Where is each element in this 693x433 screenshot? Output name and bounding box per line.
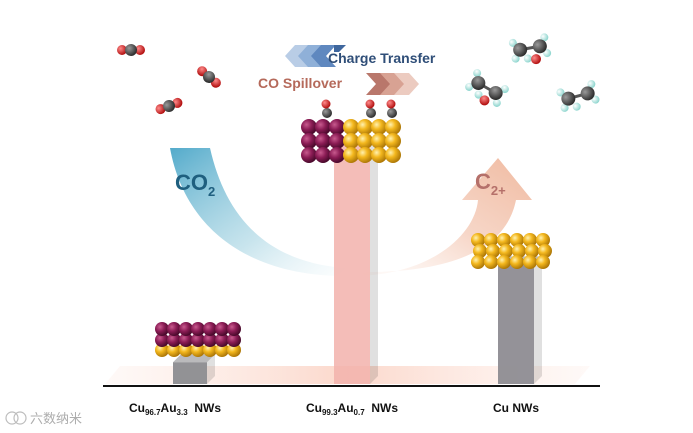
cu-atom <box>371 133 387 149</box>
cu-atom <box>536 233 550 247</box>
cu-atom <box>343 119 359 135</box>
cu96au3-atom-cluster <box>155 322 241 357</box>
molecules-layer <box>117 33 600 115</box>
au-atom <box>301 133 317 149</box>
ethanol-molecule-icon <box>465 69 509 107</box>
co2-molecule-icon <box>197 66 221 88</box>
cu-atom <box>215 343 229 357</box>
cu-atom <box>155 343 169 357</box>
cu-nws-atom-cluster <box>471 233 552 269</box>
ethylene-molecule-icon <box>556 80 600 112</box>
au-atom <box>315 133 331 149</box>
bar-1 <box>173 354 215 384</box>
cu-atom <box>512 244 526 258</box>
au-atom <box>215 333 229 347</box>
cu-atom <box>497 255 511 269</box>
au-atom <box>329 147 345 163</box>
co-spillover-label: CO Spillover <box>258 75 343 91</box>
au-atom <box>215 322 229 336</box>
au-atom <box>329 119 345 135</box>
cu-atom <box>191 343 205 357</box>
au-atom <box>191 322 205 336</box>
adsorbed-co-molecule-icon <box>386 99 397 118</box>
cu-atom <box>473 244 487 258</box>
charge-transfer-arrow-icon <box>285 45 346 67</box>
co2-molecule-icon <box>117 44 145 56</box>
cu-atom <box>357 147 373 163</box>
au-atom <box>155 333 169 347</box>
cu-atom <box>371 119 387 135</box>
bar-3 <box>498 256 542 384</box>
au-atom <box>301 119 317 135</box>
au-atom <box>179 333 193 347</box>
adsorbed-co-molecule-icon <box>321 99 332 118</box>
au-atom <box>301 147 317 163</box>
cu-atom <box>523 233 537 247</box>
cu-atom <box>484 255 498 269</box>
cu-atom <box>227 343 241 357</box>
cu-atom <box>203 343 217 357</box>
cu-atom <box>486 244 500 258</box>
cu-atom <box>471 255 485 269</box>
au-atom <box>203 333 217 347</box>
au-atom <box>315 147 331 163</box>
watermark-logo-icon <box>5 411 27 425</box>
cu-atom <box>525 244 539 258</box>
c2-product-label: C2+ <box>475 169 506 198</box>
au-atom <box>227 333 241 347</box>
cu-atom <box>385 119 401 135</box>
cu-atom <box>510 255 524 269</box>
watermark-text: 六数纳米 <box>30 412 82 427</box>
au-atom <box>191 333 205 347</box>
cu99au07-atom-cluster <box>301 99 401 163</box>
au-atom <box>167 333 181 347</box>
cu-atom <box>510 233 524 247</box>
category-label-cu99au07: Cu99.3Au0.7 NWs <box>306 401 398 417</box>
bar-2 <box>334 136 378 384</box>
cu-atom <box>357 133 373 149</box>
cu-atom <box>484 233 498 247</box>
au-atom <box>179 322 193 336</box>
cu-atom <box>179 343 193 357</box>
category-label-cu96au3: Cu96.7Au3.3 NWs <box>129 401 221 417</box>
au-atom <box>227 322 241 336</box>
cu-atom <box>385 147 401 163</box>
adsorbed-co-molecule-icon <box>365 99 376 118</box>
cu-atom <box>471 233 485 247</box>
co2-flow-arc <box>170 148 345 276</box>
cu-atom <box>343 133 359 149</box>
cu-atom <box>497 233 511 247</box>
au-atom <box>203 322 217 336</box>
cu-atom <box>538 244 552 258</box>
acetaldehyde-molecule-icon <box>508 33 552 65</box>
cu-atom <box>499 244 513 258</box>
au-atom <box>167 322 181 336</box>
cu-atom <box>385 133 401 149</box>
cu-atom <box>371 147 387 163</box>
cu-atom <box>357 119 373 135</box>
co2-label: CO2 <box>175 170 215 199</box>
cu-atom <box>343 147 359 163</box>
cu-atom <box>167 343 181 357</box>
au-atom <box>315 119 331 135</box>
co-spillover-arrow-icon <box>366 73 419 95</box>
cu-atom <box>523 255 537 269</box>
au-atom <box>329 133 345 149</box>
co2-molecule-icon <box>155 97 183 115</box>
cu-atom <box>536 255 550 269</box>
atoms-layer <box>155 99 552 357</box>
c2-flow-arc <box>352 158 532 276</box>
au-atom <box>155 322 169 336</box>
charge-transfer-label: Charge Transfer <box>328 50 436 66</box>
category-label-cu-nws: Cu NWs <box>493 401 539 415</box>
